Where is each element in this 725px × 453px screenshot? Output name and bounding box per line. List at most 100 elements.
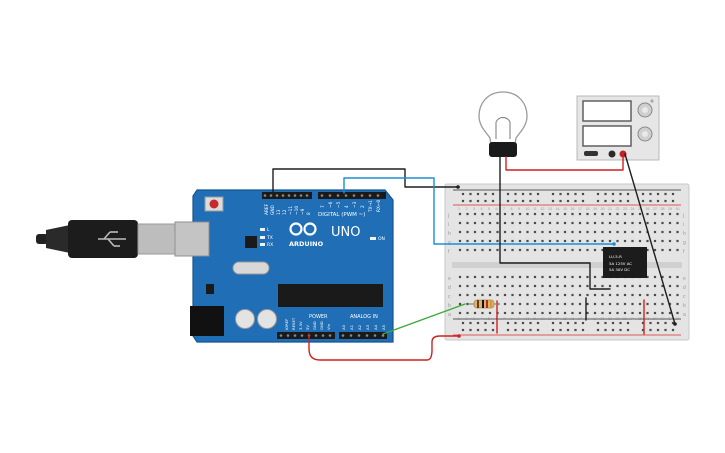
breadboard-hole[interactable] bbox=[481, 293, 484, 297]
breadboard-hole[interactable] bbox=[488, 275, 492, 279]
breadboard-hole[interactable] bbox=[596, 328, 600, 332]
breadboard-hole[interactable] bbox=[496, 275, 499, 279]
breadboard-hole[interactable] bbox=[559, 328, 562, 332]
breadboard-hole[interactable] bbox=[473, 284, 477, 288]
breadboard-hole[interactable] bbox=[563, 230, 567, 234]
breadboard-hole[interactable] bbox=[668, 212, 672, 216]
breadboard-hole[interactable] bbox=[656, 192, 660, 196]
breadboard-hole[interactable] bbox=[563, 221, 567, 225]
breadboard-hole[interactable] bbox=[488, 239, 492, 243]
breadboard-hole[interactable] bbox=[638, 212, 642, 216]
breadboard-hole[interactable] bbox=[616, 302, 619, 306]
breadboard-hole[interactable] bbox=[503, 293, 507, 297]
breadboard-hole[interactable] bbox=[533, 239, 537, 243]
breadboard-hole[interactable] bbox=[526, 302, 529, 306]
breadboard-hole[interactable] bbox=[518, 230, 522, 234]
breadboard-hole[interactable] bbox=[593, 212, 597, 216]
breadboard-hole[interactable] bbox=[638, 221, 642, 225]
breadboard-hole[interactable] bbox=[626, 321, 630, 325]
breadboard-hole[interactable] bbox=[653, 311, 657, 315]
breadboard-hole[interactable] bbox=[676, 293, 679, 297]
usb-cable[interactable] bbox=[36, 220, 177, 258]
wire-black-supply[interactable] bbox=[624, 153, 676, 325]
breadboard-hole[interactable] bbox=[611, 321, 615, 325]
breadboard-hole[interactable] bbox=[466, 212, 469, 216]
breadboard-hole[interactable] bbox=[556, 230, 559, 234]
breadboard-hole[interactable] bbox=[604, 328, 607, 332]
breadboard-hole[interactable] bbox=[638, 311, 642, 315]
breadboard-hole[interactable] bbox=[653, 284, 657, 288]
breadboard-hole[interactable] bbox=[563, 239, 567, 243]
breadboard-hole[interactable] bbox=[578, 212, 582, 216]
breadboard-hole[interactable] bbox=[526, 293, 529, 297]
breadboard-hole[interactable] bbox=[521, 199, 525, 203]
breadboard-hole[interactable] bbox=[623, 284, 627, 288]
breadboard-hole[interactable] bbox=[533, 284, 537, 288]
breadboard-hole[interactable] bbox=[503, 248, 507, 252]
breadboard-hole[interactable] bbox=[653, 230, 657, 234]
breadboard-hole[interactable] bbox=[496, 293, 499, 297]
breadboard-hole[interactable] bbox=[593, 230, 597, 234]
breadboard-hole[interactable] bbox=[536, 199, 540, 203]
breadboard-hole[interactable] bbox=[506, 192, 510, 196]
breadboard-hole[interactable] bbox=[458, 275, 462, 279]
breadboard-hole[interactable] bbox=[476, 321, 480, 325]
breadboard-hole[interactable] bbox=[574, 199, 577, 203]
breadboard-hole[interactable] bbox=[661, 221, 664, 225]
breadboard-hole[interactable] bbox=[541, 239, 544, 243]
breadboard-hole[interactable] bbox=[548, 248, 552, 252]
breadboard-hole[interactable] bbox=[619, 199, 622, 203]
breadboard-hole[interactable] bbox=[514, 328, 517, 332]
wire-black-bulb[interactable] bbox=[499, 156, 611, 290]
breadboard-hole[interactable] bbox=[646, 248, 649, 252]
breadboard-hole[interactable] bbox=[586, 248, 589, 252]
breadboard-hole[interactable] bbox=[556, 302, 559, 306]
breadboard-hole[interactable] bbox=[506, 199, 510, 203]
breadboard-hole[interactable] bbox=[586, 311, 589, 315]
breadboard-hole[interactable] bbox=[631, 293, 634, 297]
breadboard-hole[interactable] bbox=[551, 192, 555, 196]
breadboard-hole[interactable] bbox=[574, 321, 577, 325]
breadboard-hole[interactable] bbox=[466, 230, 469, 234]
breadboard-hole[interactable] bbox=[664, 328, 667, 332]
breadboard-hole[interactable] bbox=[586, 239, 589, 243]
breadboard-hole[interactable] bbox=[586, 212, 589, 216]
breadboard-hole[interactable] bbox=[529, 199, 532, 203]
breadboard-hole[interactable] bbox=[563, 212, 567, 216]
breadboard-hole[interactable] bbox=[593, 221, 597, 225]
breadboard-hole[interactable] bbox=[631, 212, 634, 216]
breadboard-hole[interactable] bbox=[593, 302, 597, 306]
breadboard-hole[interactable] bbox=[496, 248, 499, 252]
breadboard-hole[interactable] bbox=[488, 284, 492, 288]
breadboard-hole[interactable] bbox=[536, 321, 540, 325]
breadboard-hole[interactable] bbox=[581, 328, 585, 332]
breadboard-hole[interactable] bbox=[649, 321, 652, 325]
breadboard-hole[interactable] bbox=[511, 212, 514, 216]
breadboard-hole[interactable] bbox=[676, 248, 679, 252]
breadboard-hole[interactable] bbox=[578, 302, 582, 306]
breadboard-hole[interactable] bbox=[668, 302, 672, 306]
breadboard-hole[interactable] bbox=[458, 212, 462, 216]
breadboard-hole[interactable] bbox=[611, 192, 615, 196]
breadboard-hole[interactable] bbox=[563, 275, 567, 279]
breadboard-hole[interactable] bbox=[676, 302, 679, 306]
breadboard-hole[interactable] bbox=[563, 302, 567, 306]
breadboard-hole[interactable] bbox=[473, 212, 477, 216]
breadboard-hole[interactable] bbox=[623, 302, 627, 306]
breadboard-hole[interactable] bbox=[458, 230, 462, 234]
breadboard-hole[interactable] bbox=[616, 284, 619, 288]
breadboard-hole[interactable] bbox=[676, 284, 679, 288]
breadboard-hole[interactable] bbox=[626, 199, 630, 203]
breadboard-hole[interactable] bbox=[649, 192, 652, 196]
breadboard-hole[interactable] bbox=[503, 275, 507, 279]
breadboard-hole[interactable] bbox=[586, 230, 589, 234]
breadboard-hole[interactable] bbox=[638, 284, 642, 288]
breadboard-hole[interactable] bbox=[529, 321, 532, 325]
breadboard-hole[interactable] bbox=[571, 230, 574, 234]
breadboard-hole[interactable] bbox=[541, 293, 544, 297]
breadboard-hole[interactable] bbox=[469, 328, 472, 332]
breadboard-hole[interactable] bbox=[578, 311, 582, 315]
breadboard-hole[interactable] bbox=[506, 328, 510, 332]
breadboard-hole[interactable] bbox=[518, 311, 522, 315]
breadboard-hole[interactable] bbox=[556, 311, 559, 315]
